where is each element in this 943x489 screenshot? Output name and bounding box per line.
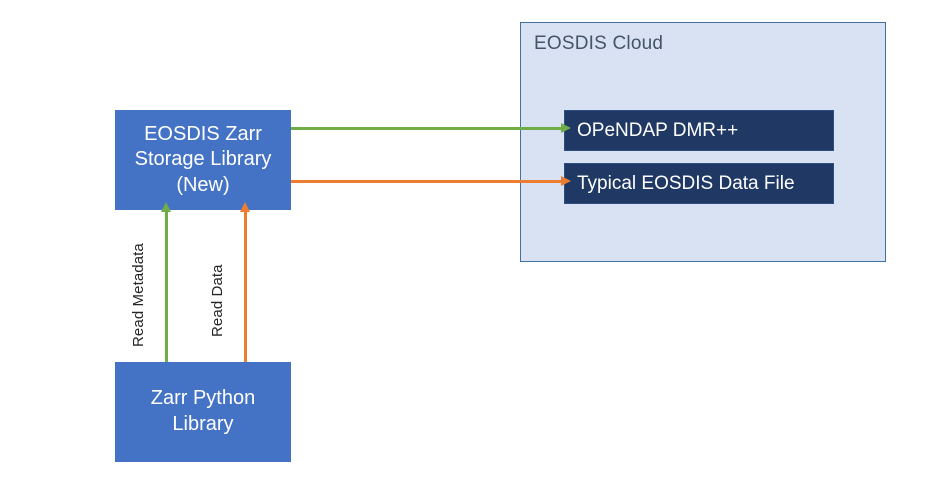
arrowhead-right-icon bbox=[561, 123, 571, 133]
node-typical-eosdis-data-file[interactable]: Typical EOSDIS Data File bbox=[564, 163, 834, 204]
node-storage-library-line-1: EOSDIS Zarr bbox=[144, 122, 262, 145]
node-storage-library-line-3: (New) bbox=[176, 173, 230, 196]
connector-storage-to-datafile-shaft bbox=[291, 180, 562, 183]
connector-read-data-shaft bbox=[244, 211, 247, 362]
node-zarr-python-line-1: Zarr Python bbox=[150, 387, 256, 410]
node-opendap-dmrpp-label: OPeNDAP DMR++ bbox=[577, 119, 739, 141]
arrowhead-right-icon bbox=[561, 176, 571, 186]
arrowhead-up-icon bbox=[239, 202, 250, 212]
node-zarr-python-library[interactable]: Zarr Python Library bbox=[115, 362, 291, 462]
arrowhead-up-icon bbox=[160, 202, 171, 212]
connector-read-data-label: Read Data bbox=[209, 264, 226, 337]
node-zarr-python-line-2: Library bbox=[172, 413, 234, 435]
connector-read-metadata-shaft bbox=[165, 211, 168, 362]
node-opendap-dmrpp[interactable]: OPeNDAP DMR++ bbox=[564, 110, 834, 151]
connector-read-data bbox=[239, 202, 250, 362]
connector-storage-to-opendap-shaft bbox=[291, 127, 562, 130]
connector-read-metadata bbox=[160, 202, 171, 362]
node-eosdis-zarr-storage-library[interactable]: EOSDIS Zarr Storage Library (New) bbox=[115, 110, 291, 210]
eosdis-cloud-label: EOSDIS Cloud bbox=[534, 33, 664, 54]
node-storage-library-line-2: Storage Library bbox=[134, 148, 272, 171]
connector-storage-to-opendap bbox=[291, 123, 571, 133]
node-typical-eosdis-data-file-label: Typical EOSDIS Data File bbox=[577, 172, 795, 194]
connector-read-metadata-label: Read Metadata bbox=[130, 243, 147, 347]
connector-storage-to-datafile bbox=[291, 176, 571, 186]
